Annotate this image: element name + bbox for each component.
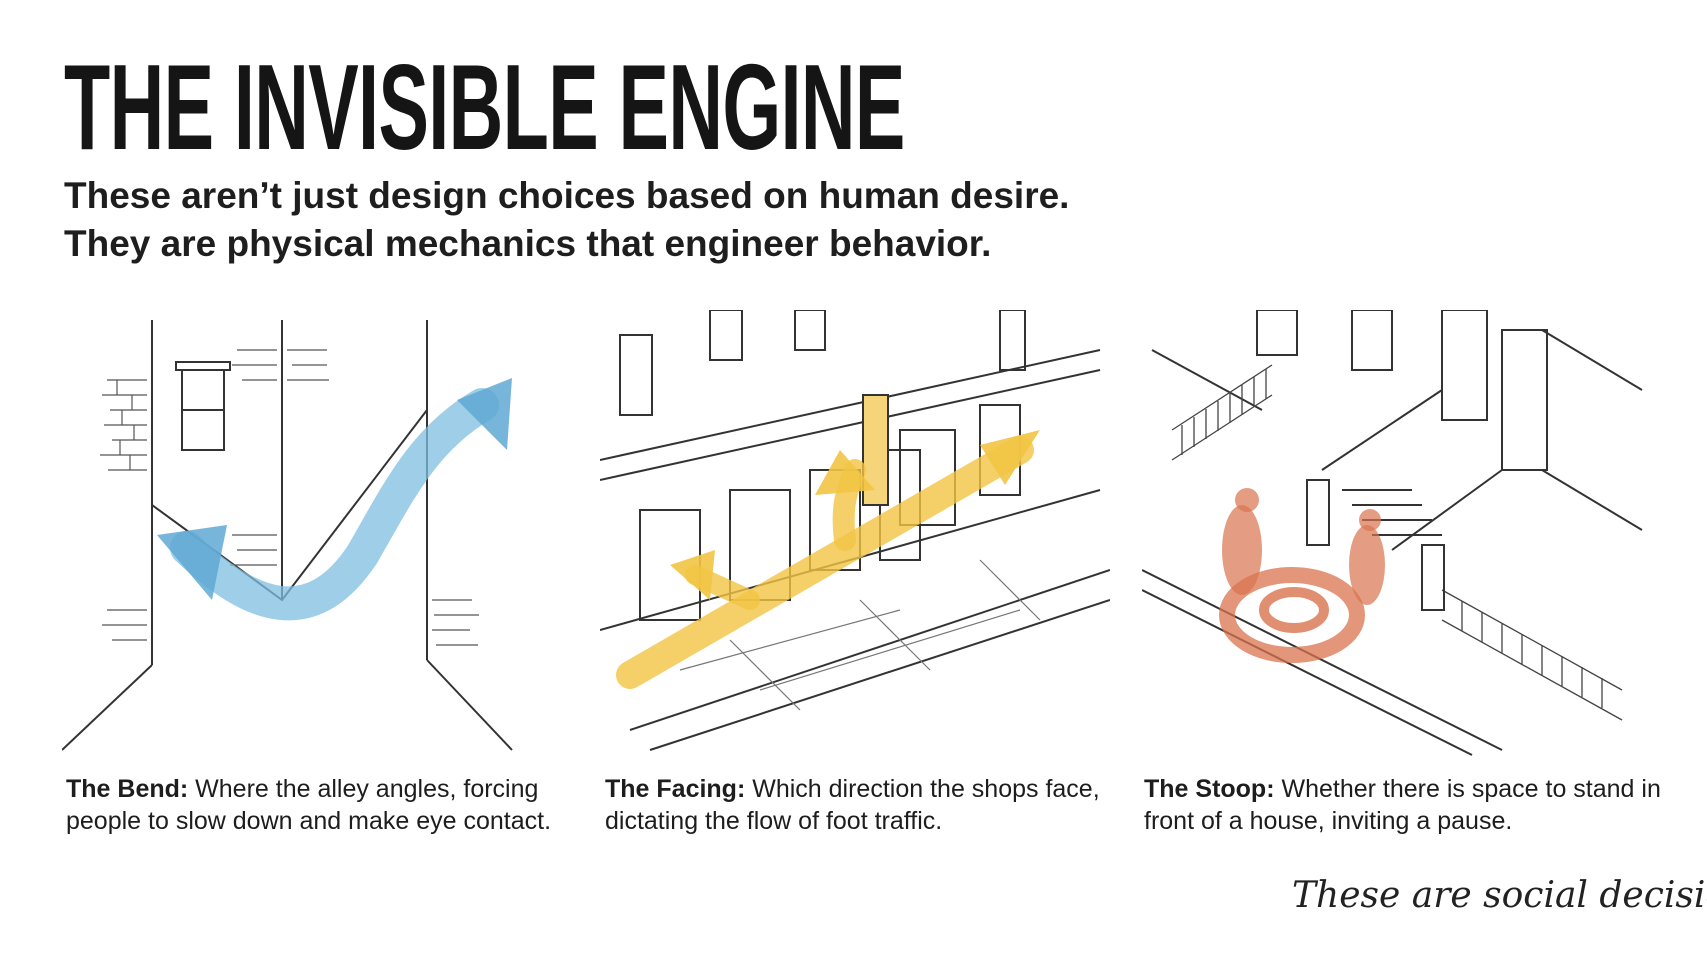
caption-stoop: The Stoop: Whether there is space to sta… xyxy=(1144,773,1664,837)
caption-stoop-body: Whether there is space to stand in front… xyxy=(1144,775,1661,835)
facing-illustration xyxy=(600,310,1110,760)
caption-facing-body: Which direction the shops face, dictatin… xyxy=(605,775,1100,835)
subtitle-line-2: They are physical mechanics that enginee… xyxy=(64,223,992,264)
caption-bend: The Bend: Where the alley angles, forcin… xyxy=(66,773,566,837)
subtitle: These aren’t just design choices based o… xyxy=(64,172,1069,268)
caption-bend-body: Where the alley angles, forcing people t… xyxy=(66,775,552,835)
page-title: THE INVISIBLE ENGINE xyxy=(64,39,905,175)
caption-facing: The Facing: Which direction the shops fa… xyxy=(605,773,1105,837)
caption-stoop-heading: The Stoop: xyxy=(1144,775,1275,803)
stoop-illustration xyxy=(1142,310,1652,760)
bend-illustration xyxy=(62,310,572,760)
shopfront-street-drawing xyxy=(600,310,1110,751)
caption-facing-heading: The Facing: xyxy=(605,775,746,803)
stoop-house-drawing xyxy=(1142,310,1643,756)
alley-bend-drawing xyxy=(62,320,513,751)
tagline: These are social decisions. xyxy=(1292,875,1707,916)
caption-bend-heading: The Bend: xyxy=(66,775,189,803)
subtitle-line-1: These aren’t just design choices based o… xyxy=(64,175,1070,216)
